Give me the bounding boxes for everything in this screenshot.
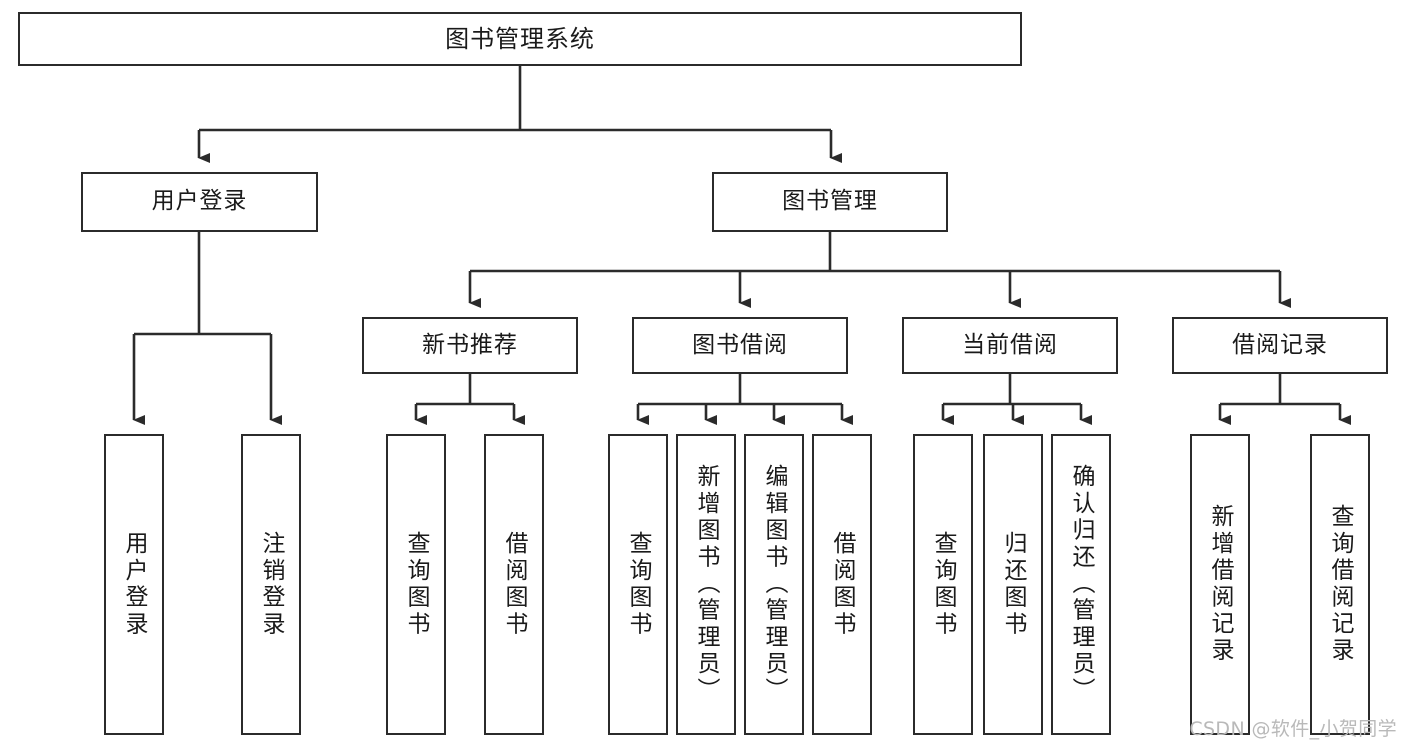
node-leaf-edit-book-label: 编辑图书（管理员） [761, 464, 788, 705]
node-book-borrow[interactable]: 图书借阅 [632, 317, 848, 374]
node-leaf-confirm-return[interactable]: 确认归还（管理员） [1051, 434, 1111, 735]
node-leaf-edit-book[interactable]: 编辑图书（管理员） [744, 434, 804, 735]
node-root[interactable]: 图书管理系统 [18, 12, 1022, 66]
node-leaf-logout-label: 注销登录 [258, 531, 285, 638]
node-current-borrow-label: 当前借阅 [962, 331, 1058, 358]
node-leaf-query-record[interactable]: 查询借阅记录 [1310, 434, 1370, 735]
node-leaf-add-book[interactable]: 新增图书（管理员） [676, 434, 736, 735]
node-leaf-return-book-label: 归还图书 [1000, 531, 1027, 638]
node-borrow-record-label: 借阅记录 [1232, 331, 1328, 358]
node-current-borrow[interactable]: 当前借阅 [902, 317, 1118, 374]
node-leaf-confirm-return-label: 确认归还（管理员） [1068, 464, 1095, 705]
node-root-label: 图书管理系统 [445, 24, 595, 53]
node-new-book-recommend-label: 新书推荐 [422, 331, 518, 358]
node-user-login[interactable]: 用户登录 [81, 172, 318, 232]
node-leaf-add-record-label: 新增借阅记录 [1207, 504, 1234, 665]
node-new-book-recommend[interactable]: 新书推荐 [362, 317, 578, 374]
node-leaf-query-book-bb[interactable]: 查询图书 [608, 434, 668, 735]
node-leaf-query-book-nbr-label: 查询图书 [403, 531, 430, 638]
node-borrow-record[interactable]: 借阅记录 [1172, 317, 1388, 374]
node-leaf-query-book-bb-label: 查询图书 [625, 531, 652, 638]
node-user-login-label: 用户登录 [151, 188, 248, 215]
node-leaf-return-book[interactable]: 归还图书 [983, 434, 1043, 735]
node-book-manage-label: 图书管理 [782, 188, 878, 215]
node-book-manage[interactable]: 图书管理 [712, 172, 948, 232]
node-leaf-query-book-cb-label: 查询图书 [930, 531, 957, 638]
node-book-borrow-label: 图书借阅 [692, 331, 788, 358]
node-leaf-query-book-cb[interactable]: 查询图书 [913, 434, 973, 735]
node-leaf-borrow-book-bb[interactable]: 借阅图书 [812, 434, 872, 735]
node-leaf-logout[interactable]: 注销登录 [241, 434, 301, 735]
node-leaf-user-login-label: 用户登录 [121, 531, 148, 638]
node-leaf-query-book-nbr[interactable]: 查询图书 [386, 434, 446, 735]
node-leaf-add-book-label: 新增图书（管理员） [693, 464, 720, 705]
node-leaf-query-record-label: 查询借阅记录 [1327, 504, 1354, 665]
node-leaf-borrow-book-nbr-label: 借阅图书 [501, 531, 528, 638]
node-leaf-add-record[interactable]: 新增借阅记录 [1190, 434, 1250, 735]
node-leaf-user-login[interactable]: 用户登录 [104, 434, 164, 735]
node-leaf-borrow-book-nbr[interactable]: 借阅图书 [484, 434, 544, 735]
node-leaf-borrow-book-bb-label: 借阅图书 [829, 531, 856, 638]
